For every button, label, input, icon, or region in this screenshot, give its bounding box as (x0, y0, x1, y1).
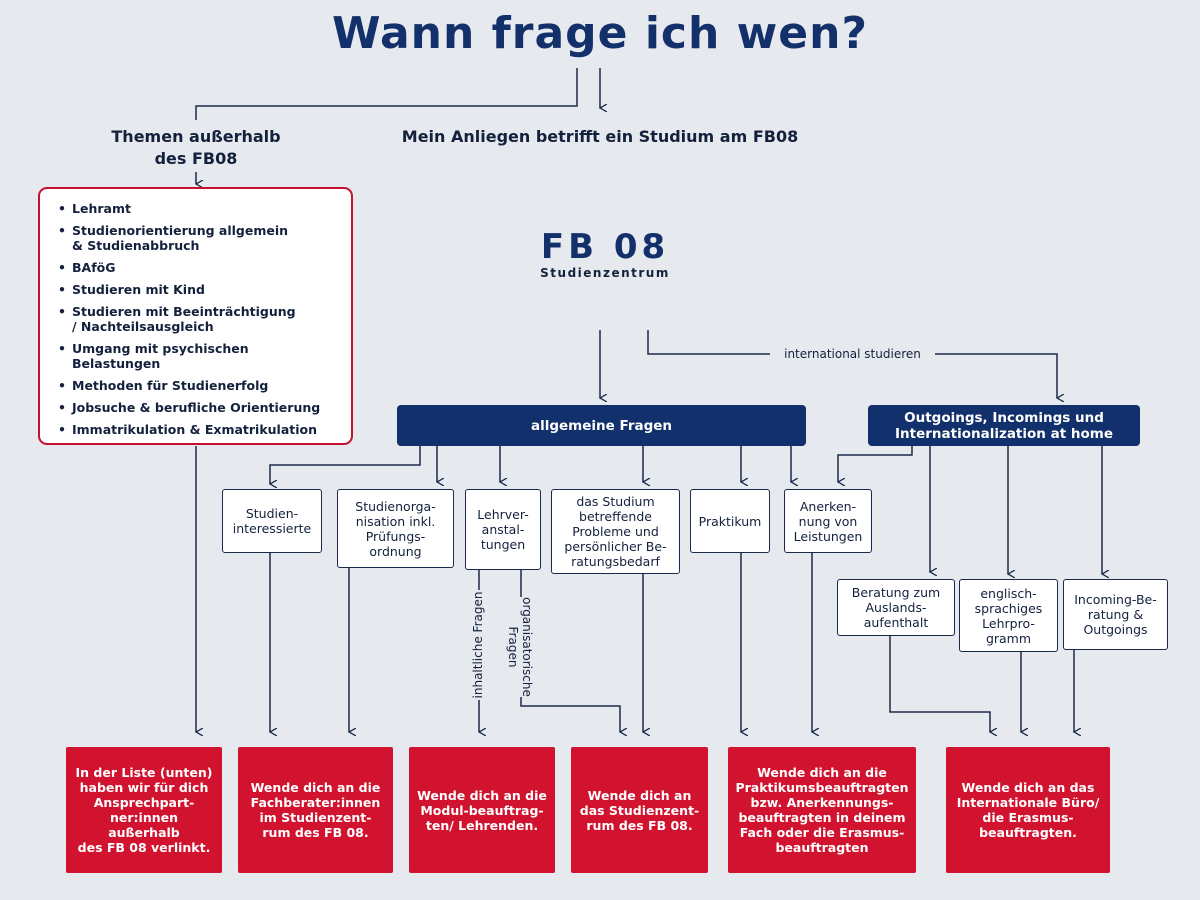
general-questions-box: allgemeine Fragen (397, 405, 806, 446)
contact-fachberater: Wende dich an die Fachberater:innen im S… (238, 747, 393, 873)
line-to-outside (195, 68, 578, 120)
list-item: BAföG (54, 260, 341, 275)
arrow-auslands-down (889, 636, 990, 732)
topic-auslandsaufenthalt: Beratung zum Auslands- aufenthalt (837, 579, 955, 636)
line-to-intl-1 (647, 330, 770, 355)
contact-praktikumsbeauftragte: Wende dich an die Praktikumsbeauftragten… (728, 747, 916, 873)
list-item: Studieren mit Beeinträchtigung / Nachtei… (54, 304, 341, 334)
contact-studienzentrum: Wende dich an das Studienzent- rum des F… (571, 747, 708, 873)
list-item: Studieren mit Kind (54, 282, 341, 297)
list-item: Jobsuche & berufliche Orientierung (54, 400, 341, 415)
center-subtitle: Studienzentrum (540, 266, 670, 280)
international-label: international studieren (770, 347, 935, 361)
list-item: Studienorientierung allgemein & Studiena… (54, 223, 341, 253)
outside-topics-list: Lehramt Studienorientierung allgemein & … (38, 187, 353, 445)
center-name: FB 08 (540, 227, 670, 267)
arrow-to-studieninteressierte (270, 446, 421, 484)
topic-englisch: englisch- sprachiges Lehrpro- gramm (959, 579, 1058, 652)
topic-studienorganisation: Studienorga- nisation inkl. Prüfungs- or… (337, 489, 454, 568)
branch-fb08-label: Mein Anliegen betrifft ein Studium am FB… (401, 127, 799, 146)
list-item: Lehramt (54, 201, 341, 216)
inhaltlich-label: inhaltliche Fragen (471, 590, 485, 700)
arrow-organisatorisch (520, 570, 620, 732)
contact-outside: In der Liste (unten) haben wir für dich … (66, 747, 222, 873)
list-item: Umgang mit psychischen Belastungen (54, 341, 341, 371)
topic-lehrveranstaltungen: Lehrver- anstal- tungen (465, 489, 541, 570)
topic-praktikum: Praktikum (690, 489, 770, 553)
list-item: Methoden für Studienerfolg (54, 378, 341, 393)
list-item: Immatrikulation & Exmatrikulation (54, 422, 341, 437)
organisatorisch-label: organisatorische Fragen (506, 597, 534, 697)
topic-anerkennung: Anerken- nung von Leistungen (784, 489, 872, 553)
branch-outside-label: Themen außerhalb des FB08 (111, 127, 281, 168)
international-box: Outgoings, Incomings und Internationaliz… (868, 405, 1140, 446)
arrow-to-anerkennung-2 (838, 446, 913, 482)
topic-incoming: Incoming-Be- ratung & Outgoings (1063, 579, 1168, 650)
contact-international: Wende dich an das Internationale Büro/ d… (946, 747, 1110, 873)
topic-probleme: das Studium betreffende Probleme und per… (551, 489, 680, 574)
contact-modulbeauftragte: Wende dich an die Modul-beauftrag- ten/ … (409, 747, 555, 873)
topic-studieninteressierte: Studien- interessierte (222, 489, 322, 553)
line-to-intl-2 (935, 353, 1057, 398)
page-title: Wann frage ich wen? (332, 8, 868, 59)
